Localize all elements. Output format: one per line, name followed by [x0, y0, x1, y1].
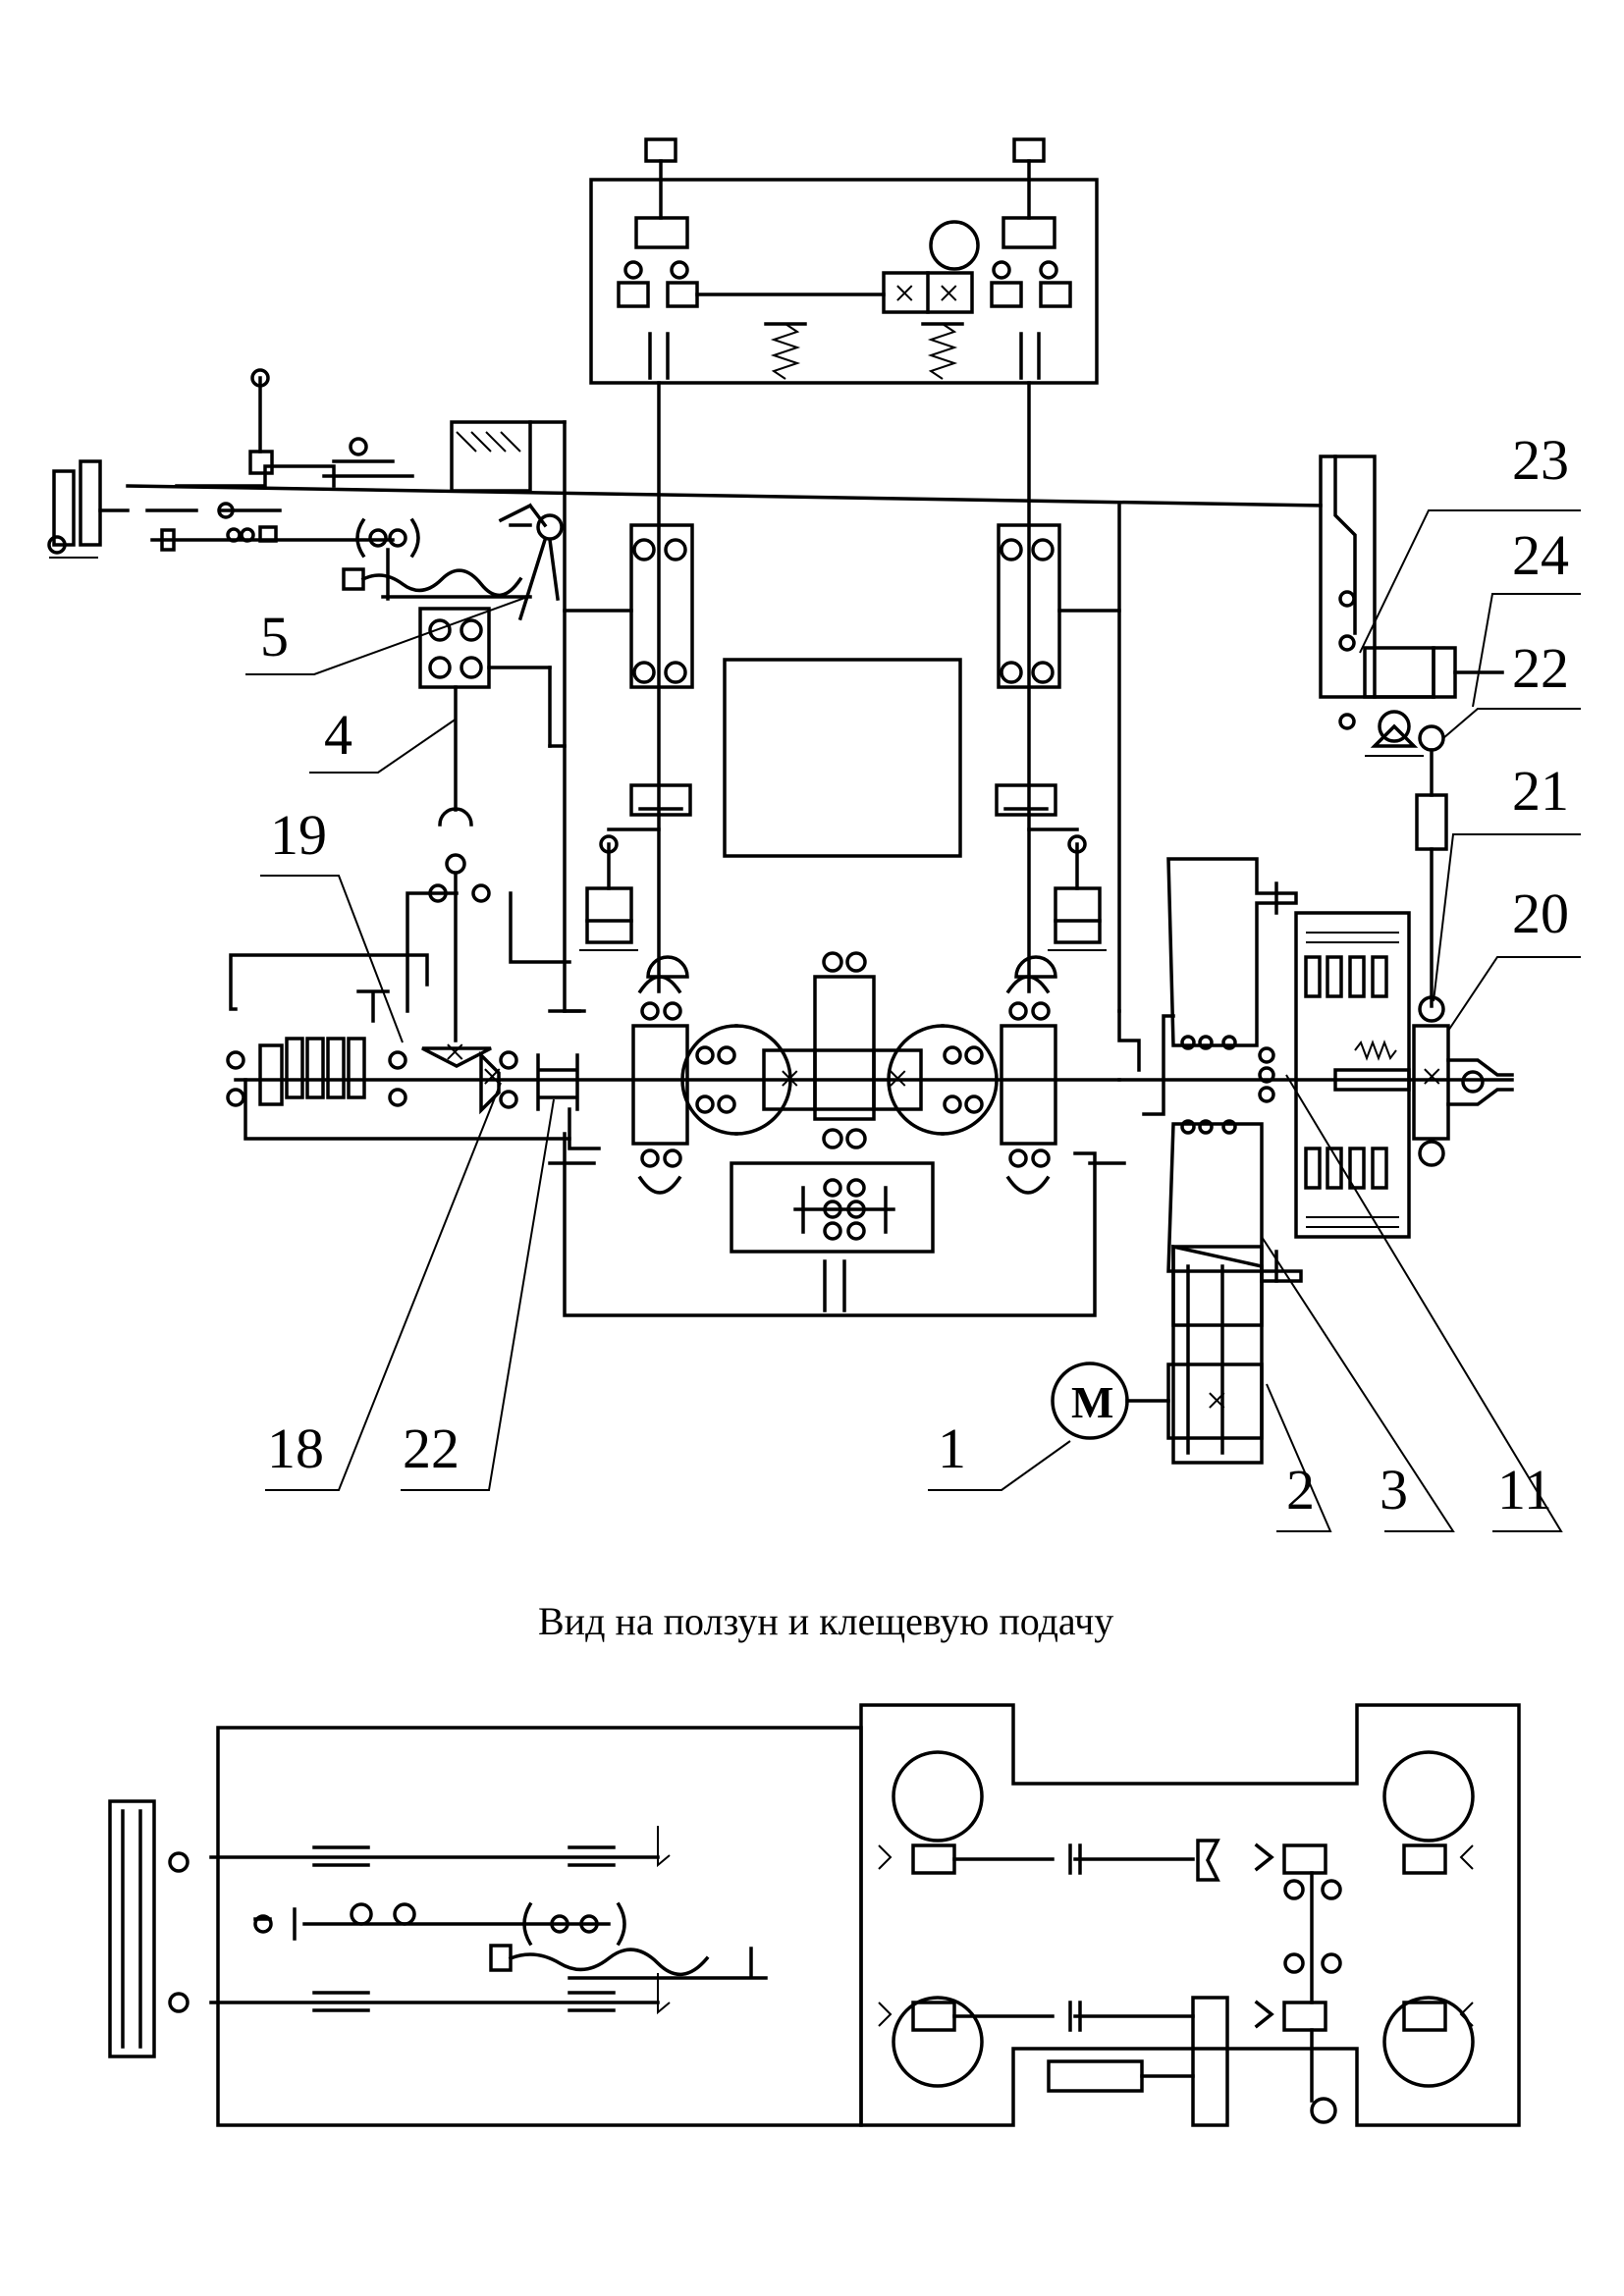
label-22-top: 22	[1512, 636, 1569, 700]
label-21: 21	[1512, 759, 1569, 823]
part-labels: 23 24 22 21 20 5 4 19 18 22 1 2 3 11	[260, 428, 1569, 1522]
slide-feed-view	[108, 1703, 1521, 2127]
main-drive: × ×	[548, 951, 1141, 1317]
label-2: 2	[1286, 1458, 1315, 1522]
motor-symbol: M	[1071, 1377, 1113, 1427]
label-3: 3	[1380, 1458, 1408, 1522]
svg-text:×: ×	[444, 1030, 466, 1074]
lower-view-caption: Вид на ползун и клещевую подачу	[538, 1599, 1113, 1643]
svg-text:×: ×	[1421, 1054, 1443, 1098]
svg-text:×: ×	[481, 1054, 504, 1098]
svg-text:×: ×	[893, 271, 916, 315]
slide-block: × ×	[589, 137, 1099, 993]
label-19: 19	[270, 803, 327, 867]
label-24: 24	[1512, 523, 1569, 587]
label-4: 4	[324, 703, 352, 767]
motor-drive: × M	[1051, 1244, 1264, 1465]
label-22-bottom: 22	[403, 1416, 460, 1480]
label-5: 5	[260, 605, 289, 668]
flywheel-clutch: ×	[1142, 857, 1514, 1283]
svg-text:×: ×	[779, 1056, 801, 1100]
label-11: 11	[1497, 1458, 1552, 1522]
leader-lines	[245, 509, 1581, 1532]
label-20: 20	[1512, 881, 1569, 945]
connecting-rods	[563, 504, 1121, 1013]
clamp-mechanism	[1319, 454, 1504, 1023]
lever-mechanism	[47, 368, 1323, 1013]
label-1: 1	[938, 1416, 966, 1480]
svg-text:×: ×	[1206, 1378, 1228, 1422]
svg-text:×: ×	[938, 271, 960, 315]
label-18: 18	[267, 1416, 324, 1480]
label-23: 23	[1512, 428, 1569, 492]
svg-text:×: ×	[887, 1056, 909, 1100]
